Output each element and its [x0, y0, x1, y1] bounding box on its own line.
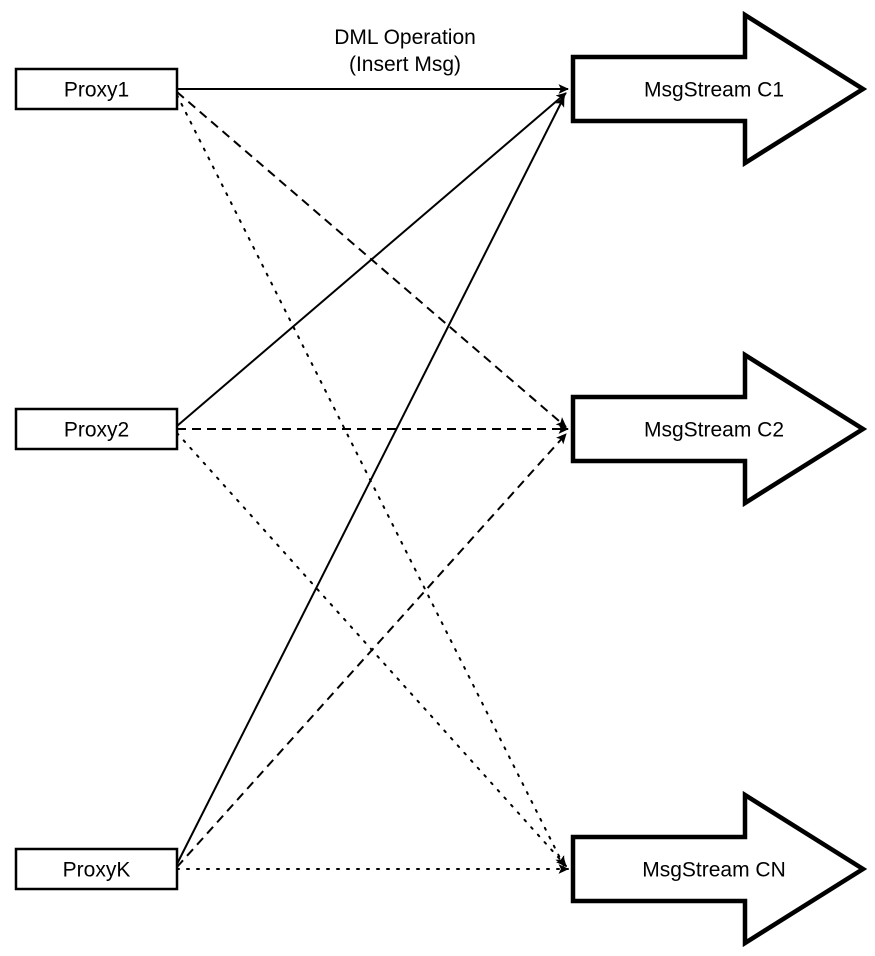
proxy-box[interactable]	[14, 407, 179, 451]
edge-proxyk-to-msgstream-c1[interactable]	[176, 96, 565, 865]
msgstream-label: MsgStream C2	[644, 419, 784, 442]
proxy-node-proxy1[interactable]: Proxy1	[14, 67, 179, 111]
msgstream-label: MsgStream CN	[642, 859, 786, 882]
edge-label-line2: (Insert Msg)	[349, 53, 461, 76]
msgstream-node-cn[interactable]: MsgStream CN	[570, 790, 868, 948]
proxy-label: ProxyK	[63, 859, 131, 882]
edge-proxy2-to-msgstream-c1[interactable]	[176, 92, 567, 427]
edge-proxyk-to-msgstream-c2[interactable]	[176, 433, 567, 868]
proxy-node-proxy2[interactable]: Proxy2	[14, 407, 179, 451]
proxy-node-proxyk[interactable]: ProxyK	[14, 847, 179, 891]
edge-layer	[176, 84, 569, 874]
edge-label-dml-operation: DML Operation (Insert Msg)	[334, 26, 476, 76]
block-arrow-shape[interactable]	[570, 790, 868, 948]
msgstream-node-c2[interactable]: MsgStream C2	[570, 350, 868, 508]
proxy-box[interactable]	[14, 67, 179, 111]
proxy-box[interactable]	[14, 847, 179, 891]
block-arrow-shape[interactable]	[570, 10, 868, 168]
msgstream-label: MsgStream C1	[644, 79, 784, 102]
proxy-node-layer: Proxy1 Proxy2 ProxyK	[14, 67, 179, 891]
block-arrow-shape[interactable]	[570, 350, 868, 508]
proxy-label: Proxy1	[64, 79, 129, 102]
msgstream-layer: MsgStream C1 MsgStream C2 MsgStream CN	[570, 10, 868, 948]
edge-label-line1: DML Operation	[334, 26, 476, 49]
msgstream-node-c1[interactable]: MsgStream C1	[570, 10, 868, 168]
proxy-label: Proxy2	[64, 419, 129, 442]
